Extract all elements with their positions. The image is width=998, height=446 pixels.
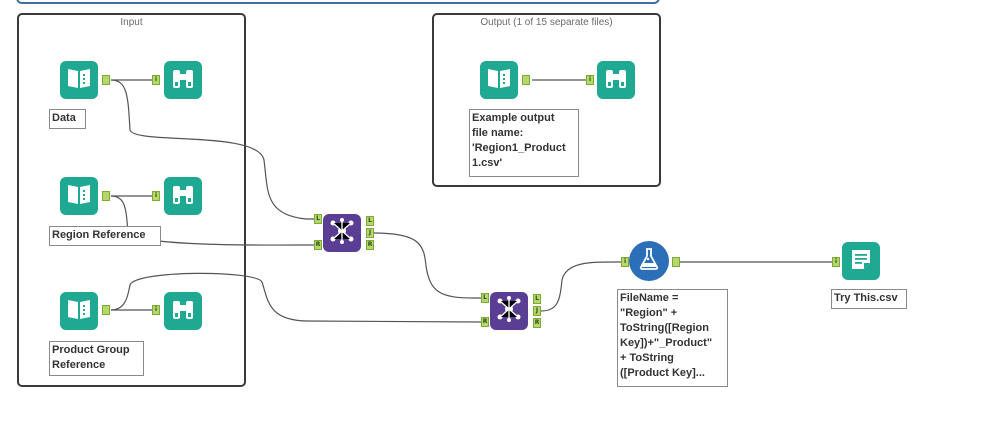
example-browse-input-anchor[interactable]: i	[586, 75, 594, 85]
example-output-anchor[interactable]	[522, 75, 530, 85]
binoculars-icon	[170, 182, 196, 211]
annotation-example-output: Example output file name: 'Region1_Produ…	[469, 109, 579, 177]
browse-input-anchor-product[interactable]: i	[152, 305, 160, 315]
output-anchor-product[interactable]	[102, 305, 110, 315]
wire-join2-to-formula	[540, 261, 622, 312]
join1-right-output-anchor[interactable]: R	[366, 240, 374, 250]
input-container[interactable]: Input	[17, 13, 246, 387]
notepad-output-icon	[848, 246, 874, 277]
book-input-icon	[66, 66, 92, 95]
wire-data-to-join1	[110, 79, 314, 220]
formula-output-anchor[interactable]	[672, 257, 680, 267]
output-anchor-region[interactable]	[102, 191, 110, 201]
join-tool-1[interactable]	[323, 214, 361, 252]
formula-input-anchor[interactable]: i	[621, 257, 629, 267]
browse-tool-data[interactable]	[164, 61, 202, 99]
input-tool-data[interactable]	[60, 61, 98, 99]
browse-tool-region[interactable]	[164, 177, 202, 215]
join2-join-output-anchor[interactable]: J	[533, 306, 541, 316]
example-input-tool[interactable]	[480, 61, 518, 99]
binoculars-icon	[170, 66, 196, 95]
browse-input-anchor-region[interactable]: i	[152, 191, 160, 201]
join-tool-2[interactable]	[490, 292, 528, 330]
join2-left-output-anchor[interactable]: L	[533, 294, 541, 304]
input-tool-region[interactable]	[60, 177, 98, 215]
join1-right-input-anchor[interactable]: R	[314, 240, 322, 250]
browse-input-anchor-data[interactable]: i	[152, 75, 160, 85]
join-icon	[328, 217, 356, 250]
flask-icon	[636, 246, 662, 277]
join1-left-input-anchor[interactable]: L	[314, 214, 322, 224]
join2-right-output-anchor[interactable]: R	[533, 318, 541, 328]
join-icon	[495, 295, 523, 328]
book-input-icon	[66, 182, 92, 211]
book-input-icon	[486, 66, 512, 95]
output-container[interactable]: Output (1 of 15 separate files)	[432, 13, 661, 187]
binoculars-icon	[170, 297, 196, 326]
join2-right-input-anchor[interactable]: R	[481, 317, 489, 327]
wire-join1-to-join2	[373, 232, 481, 299]
formula-tool[interactable]	[629, 241, 669, 281]
annotation-data: Data	[49, 109, 86, 129]
output-anchor-data[interactable]	[102, 75, 110, 85]
annotation-formula: FileName = "Region" + ToString([Region K…	[617, 289, 728, 387]
annotation-output-file: Try This.csv	[831, 289, 907, 309]
annotation-product-group-reference: Product Group Reference	[49, 341, 144, 376]
example-browse-tool[interactable]	[597, 61, 635, 99]
output-container-title: Output (1 of 15 separate files)	[480, 17, 613, 28]
annotation-region-reference: Region Reference	[49, 226, 161, 246]
join1-join-output-anchor[interactable]: J	[366, 228, 374, 238]
input-container-title: Input	[120, 17, 143, 28]
input-tool-product[interactable]	[60, 292, 98, 330]
wire-product-to-join2	[110, 272, 482, 323]
output-tool[interactable]	[842, 242, 880, 280]
binoculars-icon	[603, 66, 629, 95]
book-input-icon	[66, 297, 92, 326]
join2-left-input-anchor[interactable]: L	[481, 293, 489, 303]
join1-left-output-anchor[interactable]: L	[366, 216, 374, 226]
output-tool-input-anchor[interactable]: i	[832, 257, 840, 267]
browse-tool-product[interactable]	[164, 292, 202, 330]
